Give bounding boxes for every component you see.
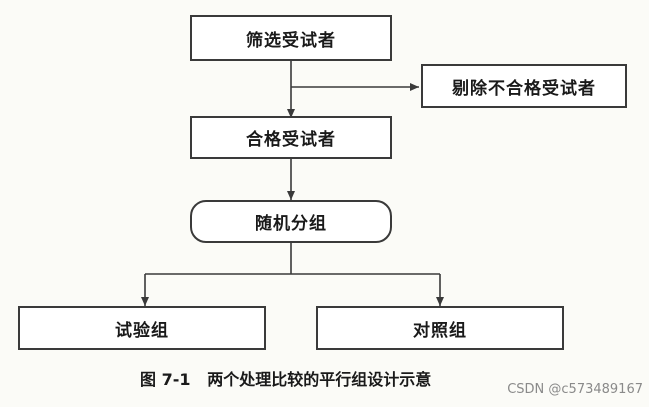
- node-random-grouping: 随机分组: [190, 200, 392, 243]
- node-control-group-label: 对照组: [413, 320, 467, 341]
- figure-title: 两个处理比较的平行组设计示意: [207, 370, 432, 389]
- node-random-grouping-label: 随机分组: [255, 214, 327, 234]
- node-screen-subjects-label: 筛选受试者: [246, 30, 336, 51]
- node-exclude-unqualified-label: 剔除不合格受试者: [452, 78, 596, 99]
- source-watermark: CSDN @c573489167: [507, 382, 643, 397]
- node-exclude-unqualified: 剔除不合格受试者: [421, 64, 627, 108]
- node-screen-subjects: 筛选受试者: [190, 15, 392, 61]
- node-trial-group: 试验组: [18, 306, 266, 350]
- node-control-group: 对照组: [316, 306, 564, 350]
- node-trial-group-label: 试验组: [115, 320, 169, 341]
- node-qualified-subjects: 合格受试者: [190, 116, 392, 159]
- node-qualified-subjects-label: 合格受试者: [246, 130, 336, 150]
- figure-number: 图 7-1: [140, 370, 191, 389]
- figure-caption: 图 7-1 两个处理比较的平行组设计示意: [140, 366, 431, 390]
